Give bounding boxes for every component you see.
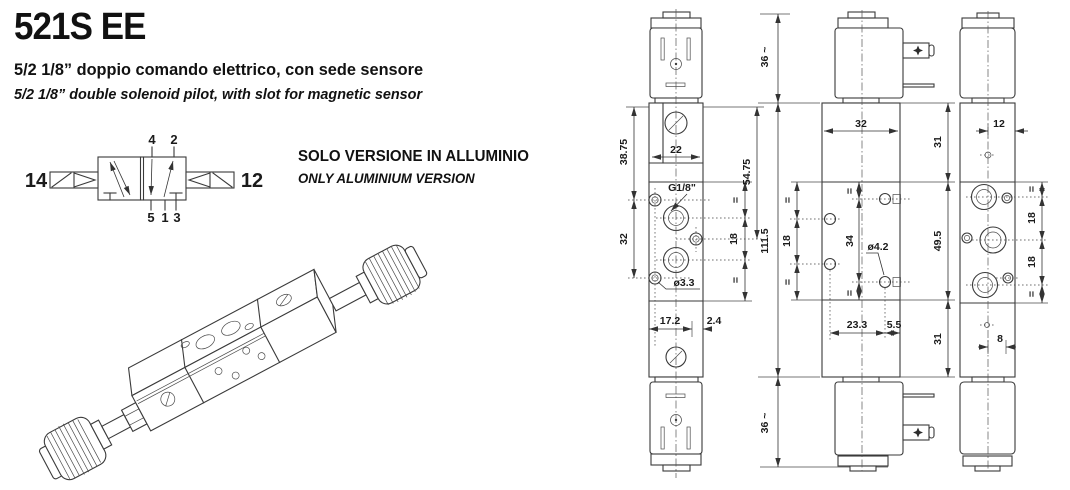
solenoid-top [834, 11, 935, 104]
dim-label: = [730, 197, 742, 203]
page-title: 521S EE [14, 6, 146, 48]
dim-label: 38.75 [618, 139, 630, 165]
dim-label: 32 [618, 233, 630, 245]
solenoid-top [959, 12, 1016, 104]
dim-label: 18 [1026, 212, 1038, 224]
dim-label: 18 [728, 233, 740, 245]
port-label-3: 3 [173, 210, 180, 225]
valve-symbol: 4 2 5 1 3 14 12 [25, 132, 263, 225]
dim-label: 36 ~ [759, 47, 771, 68]
subtitle-english: 5/2 1/8” double solenoid pilot, with slo… [14, 86, 423, 103]
dim-label: 8 [997, 333, 1003, 345]
dim-label: 54.75 [741, 159, 753, 185]
dim-label: = [844, 290, 856, 296]
dim-label: 36 ~ [759, 413, 771, 434]
solenoid-bottom [959, 376, 1016, 472]
pilot-label-14: 14 [25, 170, 48, 192]
dim-label: 22 [670, 144, 682, 156]
hole-label: ø3.3 [673, 277, 694, 289]
dim-label: = [1026, 186, 1038, 192]
dim-label: 49.5 [932, 231, 944, 252]
side-view: 32 31 49.5 31 = 18 = = 34 = ø4.2 23.3 5.… [781, 10, 955, 472]
dim-label: = [782, 197, 794, 203]
knurled-cap [837, 17, 889, 29]
knurled-cap [962, 455, 1013, 467]
solenoid-bottom [834, 376, 935, 472]
port-label-1: 1 [161, 210, 168, 225]
plug-pin-icon [913, 45, 923, 56]
dim-label: 18 [1026, 256, 1038, 268]
dim-label: 5.5 [887, 319, 902, 331]
solenoid-pilot-left-icon [49, 171, 99, 189]
end-view: 12 = 18 18 = 8 [959, 11, 1048, 472]
note-english: ONLY ALUMINIUM VERSION [298, 170, 475, 186]
dim-label: 18 [781, 235, 793, 247]
dim-label: 23.3 [847, 319, 868, 331]
solenoid-pilot-right-icon [185, 171, 235, 189]
dim-label: 34 [844, 235, 856, 247]
dim-label: 17.2 [660, 315, 681, 327]
dim-label: = [1026, 291, 1038, 297]
plug-pin-icon [913, 427, 923, 438]
overall-dimension-chain: 36 ~ 111.5 36 ~ [758, 13, 888, 468]
dim-label: = [844, 188, 856, 194]
subtitle-italian: 5/2 1/8” doppio comando elettrico, con s… [14, 60, 424, 79]
dim-label: 2.4 [707, 315, 722, 327]
dim-label: 31 [932, 333, 944, 345]
dim-label: 32 [855, 118, 867, 130]
dim-label: 111.5 [759, 228, 771, 253]
dim-label: = [730, 277, 742, 283]
hole-label: ø4.2 [867, 241, 888, 253]
port-label-5: 5 [147, 210, 154, 225]
port-thread-label: G1/8" [668, 182, 696, 194]
front-view: 38.75 32 22 54.75 G1/8" = 18 = ø3.3 17.2… [618, 9, 764, 478]
port-label-4: 4 [148, 132, 156, 147]
dim-label: 31 [932, 136, 944, 148]
isometric-view [38, 244, 428, 481]
pilot-label-12: 12 [241, 170, 263, 192]
dim-label: 12 [993, 118, 1005, 130]
knurled-cap [837, 455, 889, 467]
dim-label: = [782, 279, 794, 285]
note-italian: SOLO VERSIONE IN ALLUMINIO [298, 148, 529, 165]
port-label-2: 2 [170, 132, 177, 147]
